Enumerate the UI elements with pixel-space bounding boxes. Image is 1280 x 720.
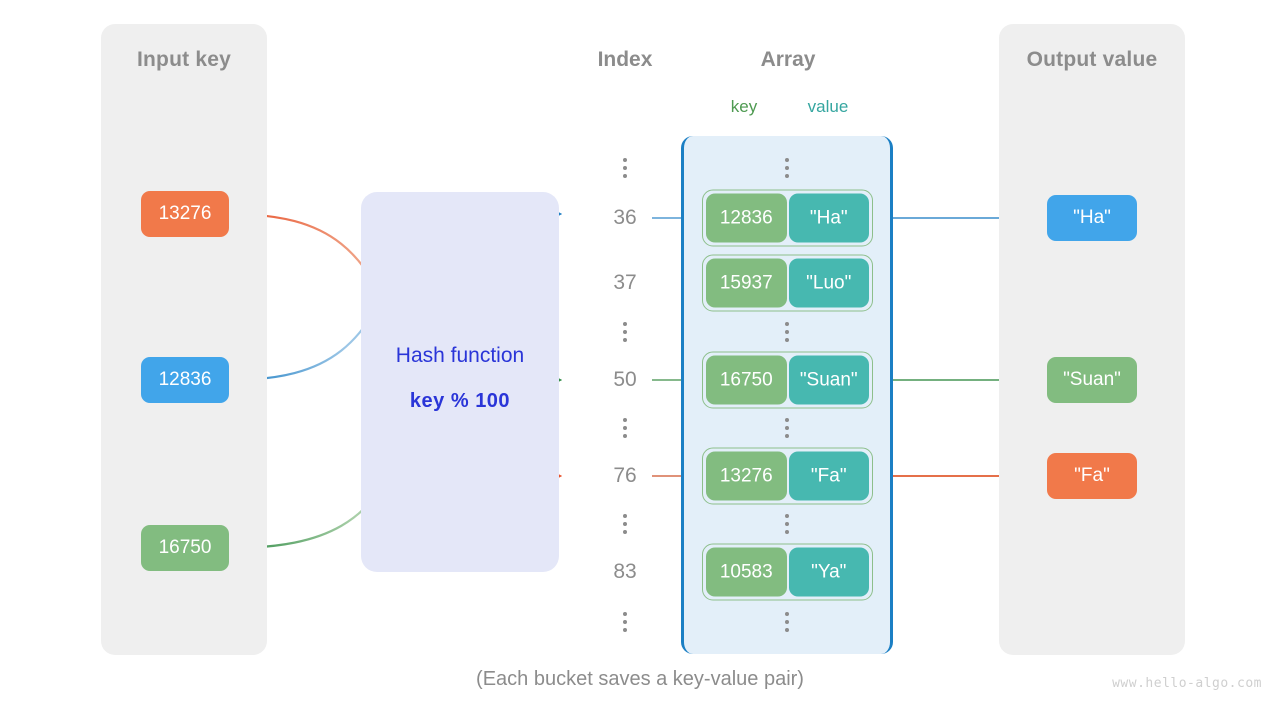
bucket-key: 10583	[706, 547, 787, 597]
bucket-value: "Fa"	[788, 451, 869, 501]
output-value-chip[interactable]: "Suan"	[1047, 357, 1137, 403]
output-value-panel: Output value	[999, 24, 1185, 655]
index-label: 76	[613, 464, 637, 487]
hash-function-label: Hash function	[395, 344, 525, 367]
bucket-key: 15937	[706, 258, 787, 308]
array-bucket[interactable]: 10583"Ya"	[702, 543, 873, 601]
array-bucket[interactable]: 12836"Ha"	[702, 189, 873, 247]
array-bucket[interactable]: 13276"Fa"	[702, 447, 873, 505]
input-key-chip[interactable]: 16750	[141, 525, 229, 571]
bucket-value: "Luo"	[788, 258, 869, 308]
site-watermark: www.hello-algo.com	[1112, 676, 1262, 691]
index-ellipsis	[615, 514, 635, 534]
hash-function-box: Hash function key % 100	[361, 192, 559, 572]
input-key-chip[interactable]: 13276	[141, 191, 229, 237]
index-ellipsis	[615, 418, 635, 438]
diagram-caption: (Each bucket saves a key-value pair)	[476, 668, 804, 690]
output-value-chip[interactable]: "Fa"	[1047, 453, 1137, 499]
input-panel-title: Input key	[137, 48, 231, 71]
bucket-key: 16750	[706, 355, 787, 405]
array-ellipsis	[777, 418, 797, 438]
index-label: 36	[613, 206, 637, 229]
index-label: 37	[613, 271, 637, 294]
bucket-value: "Suan"	[788, 355, 869, 405]
bucket-key: 12836	[706, 193, 787, 243]
index-column-heading: Index	[597, 48, 653, 71]
bucket-value: "Ha"	[788, 193, 869, 243]
index-ellipsis	[615, 612, 635, 632]
array-bucket[interactable]: 15937"Luo"	[702, 254, 873, 312]
array-column-heading: Array	[760, 48, 816, 71]
index-label: 83	[613, 560, 637, 583]
value-subheading: value	[807, 97, 849, 116]
key-subheading: key	[730, 97, 758, 116]
input-key-chip[interactable]: 12836	[141, 357, 229, 403]
hash-function-expression: key % 100	[409, 390, 511, 412]
bucket-value: "Ya"	[788, 547, 869, 597]
array-ellipsis	[777, 612, 797, 632]
index-label: 50	[613, 368, 637, 391]
index-ellipsis	[615, 322, 635, 342]
array-bucket[interactable]: 16750"Suan"	[702, 351, 873, 409]
array-ellipsis	[777, 322, 797, 342]
array-ellipsis	[777, 514, 797, 534]
array-ellipsis	[777, 158, 797, 178]
bucket-key: 13276	[706, 451, 787, 501]
output-panel-title: Output value	[1026, 48, 1158, 71]
index-ellipsis	[615, 158, 635, 178]
output-value-chip[interactable]: "Ha"	[1047, 195, 1137, 241]
